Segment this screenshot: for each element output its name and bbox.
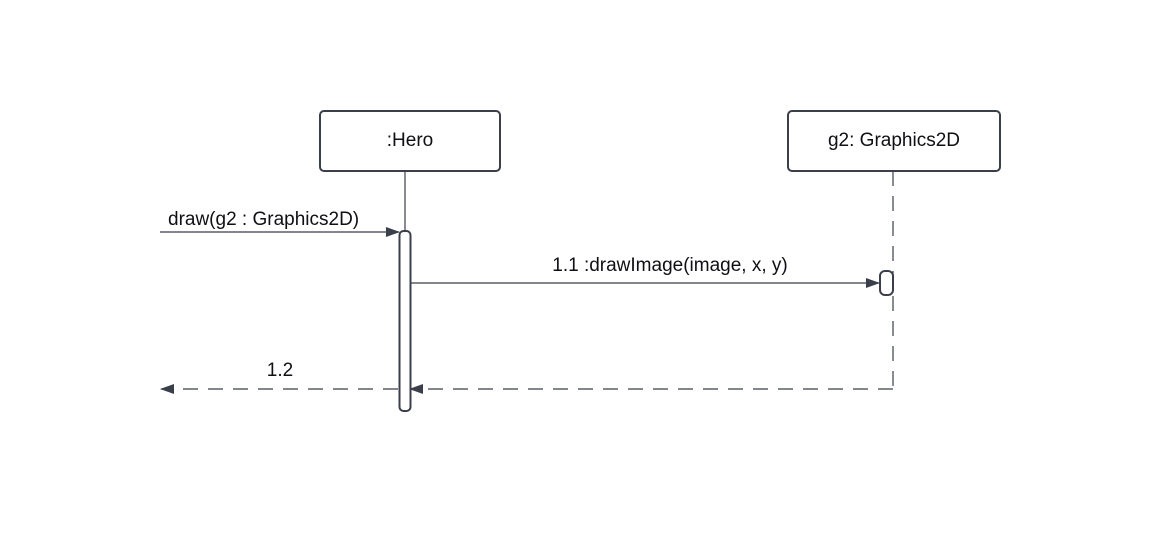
return-1-2-label: 1.2 <box>267 360 293 381</box>
draw-image-message-label: 1.1 :drawImage(image, x, y) <box>552 255 787 276</box>
hero-header-box[interactable] <box>319 110 501 172</box>
g2-header-label: g2: Graphics2D <box>828 130 960 151</box>
g2-activation-bar[interactable] <box>879 270 894 296</box>
message-draw[interactable]: draw(g2 : Graphics2D) <box>160 209 400 237</box>
lifeline-g2: g2: Graphics2D <box>787 110 1001 394</box>
message-return-1-2[interactable]: 1.2 <box>160 360 398 394</box>
draw-message-label: draw(g2 : Graphics2D) <box>168 209 359 230</box>
message-draw-image[interactable]: 1.1 :drawImage(image, x, y) <box>410 255 880 288</box>
hero-activation-bar[interactable] <box>398 230 412 412</box>
g2-header-box[interactable] <box>787 110 1001 172</box>
lifeline-hero: :Hero <box>319 110 501 233</box>
hero-header-label: :Hero <box>387 130 433 151</box>
